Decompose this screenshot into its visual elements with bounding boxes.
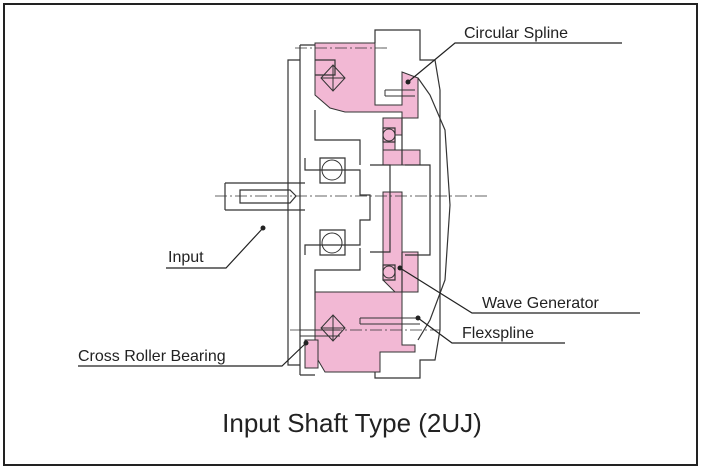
leader-flexspline	[417, 317, 565, 344]
circular-spline-lower	[314, 291, 416, 373]
leader-lines	[78, 42, 640, 367]
label-input: Input	[168, 249, 204, 266]
circular-spline-upper	[314, 42, 419, 119]
leader-input	[166, 227, 264, 269]
label-cross-roller-bearing: Cross Roller Bearing	[78, 348, 226, 365]
wave-generator-part	[382, 191, 419, 293]
label-circular-spline: Circular Spline	[464, 25, 568, 42]
label-wave-generator: Wave Generator	[482, 295, 599, 312]
leader-cross-roller-bearing	[78, 342, 307, 367]
bolt-part	[304, 339, 319, 369]
leader-wave-generator	[399, 267, 640, 314]
leader-circular-spline	[407, 42, 622, 83]
figure-frame	[3, 3, 698, 466]
housing-lines	[224, 29, 451, 379]
flexspline-upper-part	[382, 117, 403, 151]
leader-dots	[260, 79, 421, 346]
figure-title: Input Shaft Type (2UJ)	[222, 408, 482, 438]
label-flexspline: Flexspline	[462, 325, 534, 342]
pink-parts	[304, 42, 421, 373]
